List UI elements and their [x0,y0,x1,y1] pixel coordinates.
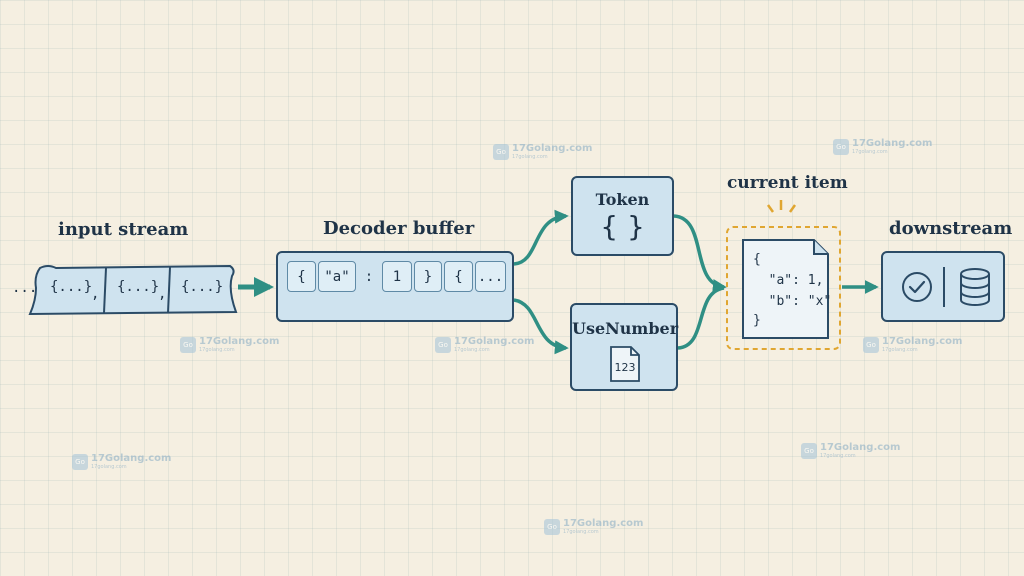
tape-divider [167,266,171,314]
highlight-spark [766,204,775,213]
highlight-spark [788,204,797,213]
arrow-usenumber-to-current [677,286,725,350]
stream-chunk: {...} [181,279,224,295]
stream-separator: , [91,286,100,302]
decoder-buffer-title: Decoder buffer [323,218,475,239]
watermark-logo-icon: Go [833,139,849,155]
watermark-logo-icon: Go [493,144,509,160]
watermark-logo-icon: Go [435,337,451,353]
current-item-line: "a": 1, [753,273,824,288]
watermark-logo-icon: Go [544,519,560,535]
buffer-cell: "a" [318,261,356,292]
arrow-buffer-to-usenumber [513,298,569,355]
buffer-cell: { [287,261,316,292]
watermark-subtext: 17golang.com [563,529,599,535]
watermark-subtext: 17golang.com [199,347,235,353]
watermark-text: 17Golang.com [882,336,963,347]
arrow-token-to-current [673,214,727,293]
watermark-subtext: 17golang.com [882,347,918,353]
watermark-logo-icon: Go [180,337,196,353]
document-fold [813,240,828,255]
buffer-cell: ... [475,261,506,292]
document-icon [742,239,829,339]
current-item-line: "b": "x" [753,294,832,309]
input-stream-tape [28,264,238,316]
current-item-frame [726,226,841,350]
watermark-subtext: 17golang.com [512,154,548,160]
watermark-text: 17Golang.com [852,138,933,149]
decoder-buffer: { "a" : 1 } { ... [276,251,514,322]
buffer-cell: { [444,261,473,292]
usenumber-title: UseNumber [572,319,679,338]
watermark-text: 17Golang.com [820,442,901,453]
current-item-line: { [753,252,761,267]
downstream-title: downstream [889,218,1013,239]
watermark-subtext: 17golang.com [91,464,127,470]
stream-separator: , [158,286,167,302]
watermark-subtext: 17golang.com [820,453,856,459]
input-stream-title: input stream [58,219,189,240]
usenumber-box: UseNumber 123 [570,303,678,391]
downstream-box [881,251,1005,322]
watermark-text: 17Golang.com [563,518,644,529]
braces-icon: { } [600,210,645,243]
token-box: Token { } [571,176,674,256]
watermark-text: 17Golang.com [91,453,172,464]
usenumber-glyph: 123 [614,361,636,374]
database-icon [960,268,990,306]
watermark-logo-icon: Go [801,443,817,459]
current-item-line: } [753,313,761,328]
watermark-text: 17Golang.com [454,336,535,347]
watermark-subtext: 17golang.com [852,149,888,155]
buffer-cell: } [414,261,442,292]
watermark-text: 17Golang.com [199,336,280,347]
number-file-icon [610,346,640,382]
tape-divider [103,267,107,314]
watermark-logo-icon: Go [72,454,88,470]
current-item-title: current item [727,173,848,193]
stream-chunk: {...} [117,279,160,295]
token-title: Token [595,190,650,209]
buffer-cell: 1 [382,261,412,292]
check-circle-icon [902,272,932,302]
watermark-text: 17Golang.com [512,143,593,154]
watermark-logo-icon: Go [863,337,879,353]
arrow-buffer-to-token [513,209,569,266]
watermark-subtext: 17golang.com [454,347,490,353]
stream-ellipsis: ... [12,280,38,296]
downstream-divider [943,267,945,307]
buffer-cell: : [364,268,374,285]
stream-chunk: {...} [50,279,93,295]
